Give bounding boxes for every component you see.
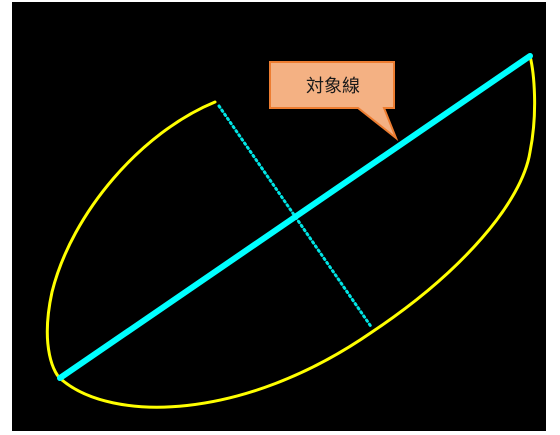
callout-icon: 対象線 <box>269 61 399 142</box>
target-line[interactable] <box>57 53 533 381</box>
outline-curve-lower[interactable] <box>60 54 537 409</box>
drawing-canvas[interactable]: 対象線 <box>12 2 546 431</box>
outline-curve-upper[interactable] <box>45 100 217 382</box>
cad-drawing: 対象線 <box>45 53 537 409</box>
callout-label: 対象線 <box>306 76 360 97</box>
callout-bubble <box>269 61 399 142</box>
